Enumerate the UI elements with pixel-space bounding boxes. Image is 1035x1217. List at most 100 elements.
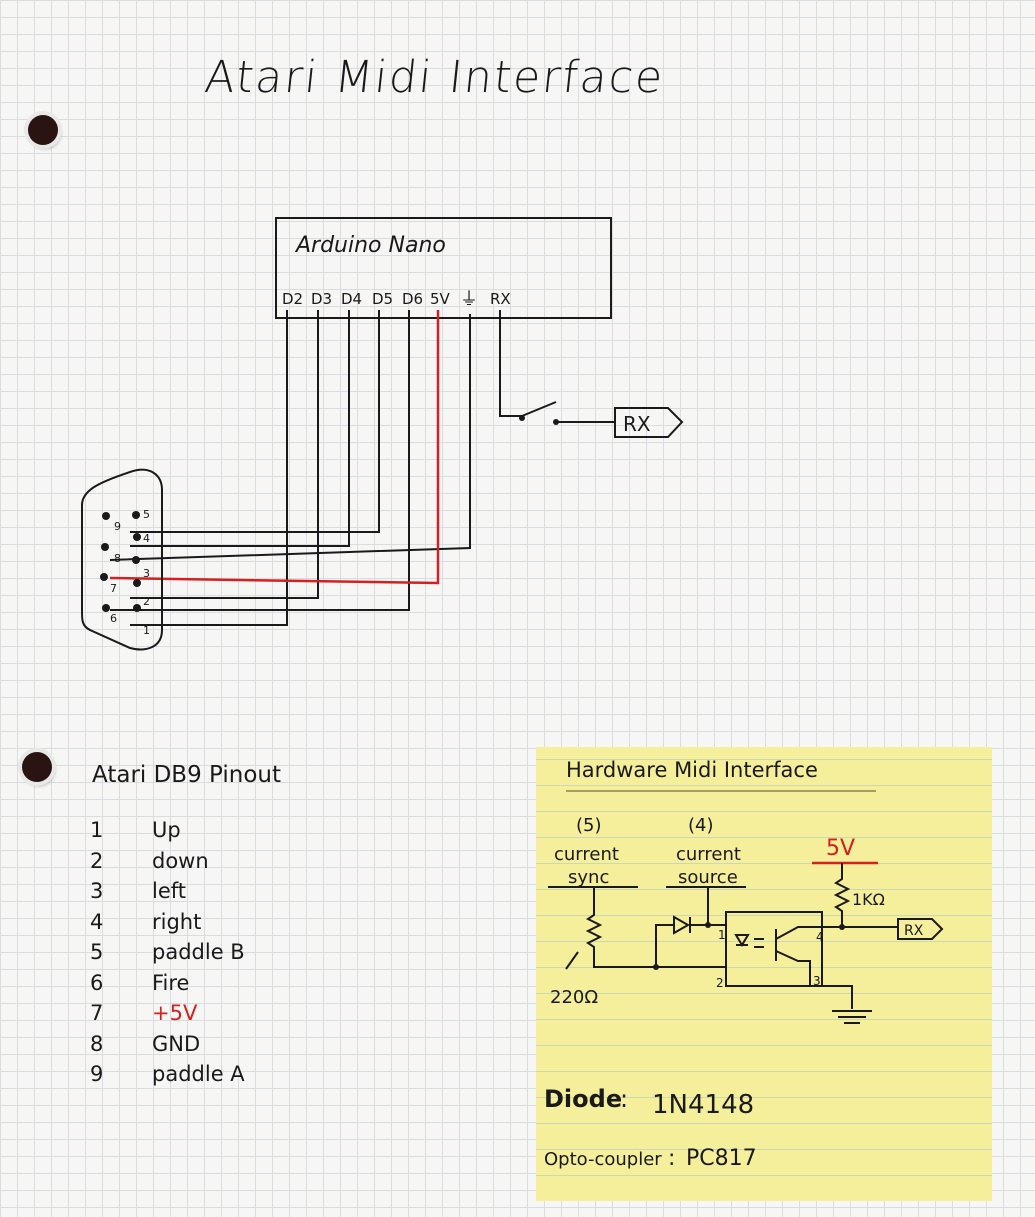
pin-d2-label: D2	[282, 290, 303, 308]
resistor-tick	[565, 951, 579, 970]
pinout-number: 3	[90, 879, 104, 903]
circuit-wires	[565, 863, 944, 1024]
opto-pin-1: 1	[718, 928, 726, 942]
diode-label: Diode	[544, 1085, 622, 1113]
wire-d4	[130, 310, 350, 547]
pinout-number: 8	[90, 1031, 104, 1056]
arduino-pin-labels: D2 D3 D4 D5 D6 5V ⏚ RX	[282, 289, 511, 310]
opto-pin-4: 4	[816, 930, 824, 944]
db9-connector	[81, 468, 163, 651]
wire-d6	[110, 310, 410, 611]
pinout-name: Fire	[152, 970, 190, 995]
sync-label-2: sync	[568, 867, 609, 888]
switch-lever	[521, 401, 557, 417]
pinout-number: 4	[90, 909, 104, 934]
signal-wires	[109, 310, 615, 626]
wire-d3	[130, 310, 319, 599]
pinout-row: 6 Fire	[90, 971, 290, 999]
wire-5v	[109, 310, 440, 585]
pinout-number: 5	[90, 940, 104, 964]
pinout-row: 7 +5V	[90, 1001, 290, 1029]
wire-rx	[499, 310, 522, 417]
db9-pin-numbers: 5 4 3 2 1 9 8 7 6	[110, 508, 150, 637]
switch-contact	[519, 415, 525, 421]
db9-pin-3: 3	[143, 567, 150, 580]
db9-pin-8: 8	[114, 552, 121, 565]
rx-tag	[614, 407, 684, 438]
pin-5v-label: 5V	[430, 290, 451, 308]
pinout-number: 9	[90, 1062, 104, 1086]
db9-pin-2: 2	[143, 595, 150, 608]
db9-pin-6: 6	[110, 612, 117, 625]
pinout-name: left	[152, 879, 187, 903]
pinout-row: 4 right	[90, 910, 290, 938]
pinout-heading: Atari DB9 Pinout	[92, 762, 282, 788]
db9-pin-7: 7	[110, 582, 117, 595]
pullup-value: 1KΩ	[852, 890, 885, 909]
pinout-row: 9 paddle A	[90, 1062, 290, 1090]
midi-circuit: Hardware Midi Interface (5) current sync…	[544, 758, 944, 1171]
pinout-number: 1	[90, 818, 104, 842]
pinout-name: paddle B	[152, 940, 245, 964]
pinout-number: 2	[90, 848, 104, 873]
wiring-diagram: Arduino Nano D2 D3 D4 D5 D6 5V ⏚ RX RX	[81, 217, 684, 651]
pinout-row: 2 down	[90, 849, 290, 877]
sticky-note: Hardware Midi Interface (5) current sync…	[536, 747, 992, 1201]
diode-symbol	[673, 915, 691, 935]
pin-d6-label: D6	[402, 290, 423, 308]
arduino-label: Arduino Nano	[294, 233, 446, 258]
source-label-2: source	[678, 867, 738, 888]
resistor-value: 220Ω	[550, 987, 598, 1008]
wire-d2	[130, 310, 288, 626]
opto-value: PC817	[686, 1146, 757, 1171]
opto-pin-2: 2	[716, 976, 724, 990]
pinout-name: paddle A	[152, 1062, 245, 1086]
pinout-row: 8 GND	[90, 1032, 290, 1060]
sync-pin-label: (5)	[576, 815, 602, 836]
switch-contact	[553, 419, 559, 425]
pinout-name: GND	[152, 1031, 201, 1056]
pinout-row: 5 paddle B	[90, 940, 290, 968]
opto-pin-3: 3	[813, 974, 821, 988]
resistor-1k	[833, 863, 851, 927]
punch-hole	[22, 752, 52, 782]
source-pin-label: (4)	[688, 815, 714, 836]
midi-rx-tag	[897, 918, 944, 940]
pin-d3-label: D3	[311, 290, 332, 308]
opto-colon: :	[668, 1146, 675, 1171]
diode-value: 1N4148	[652, 1090, 754, 1120]
diode-colon: :	[620, 1085, 628, 1113]
opto-led-icon	[734, 934, 750, 947]
optocoupler-box	[725, 911, 823, 987]
midi-rx-label: RX	[904, 923, 924, 939]
sync-label-1: current	[554, 844, 619, 865]
pinout-number: 6	[90, 970, 104, 995]
arduino-nano-box	[275, 217, 612, 319]
wire-d5	[130, 310, 380, 533]
db9-pin-4: 4	[143, 532, 150, 545]
db9-pin-5: 5	[143, 508, 150, 521]
rx-tag-label: RX	[623, 412, 651, 436]
pinout-number: 7	[90, 1001, 104, 1025]
midi-heading: Hardware Midi Interface	[566, 758, 818, 782]
pinout-row: 1 Up	[90, 818, 290, 846]
db9-pin-dots	[100, 511, 141, 612]
resistor-220	[585, 887, 656, 968]
wire-gnd	[109, 314, 471, 561]
db9-pin-9: 9	[114, 520, 121, 533]
pinout-row: 3 left	[90, 879, 290, 907]
pinout-name: Up	[152, 818, 181, 842]
db9-pin-1: 1	[143, 624, 150, 637]
pin-d4-label: D4	[341, 290, 362, 308]
pinout-name: right	[152, 909, 202, 934]
pin-rx-label: RX	[490, 290, 511, 308]
ground-symbol-icon: ⏚	[460, 289, 478, 310]
punch-hole	[28, 115, 58, 145]
pin-d5-label: D5	[372, 290, 393, 308]
supply-label: 5V	[826, 836, 855, 861]
opto-label: Opto-coupler	[544, 1149, 662, 1170]
pinout-name: +5V	[152, 1001, 198, 1025]
pinout-name: down	[152, 848, 209, 873]
source-label-1: current	[676, 844, 741, 865]
